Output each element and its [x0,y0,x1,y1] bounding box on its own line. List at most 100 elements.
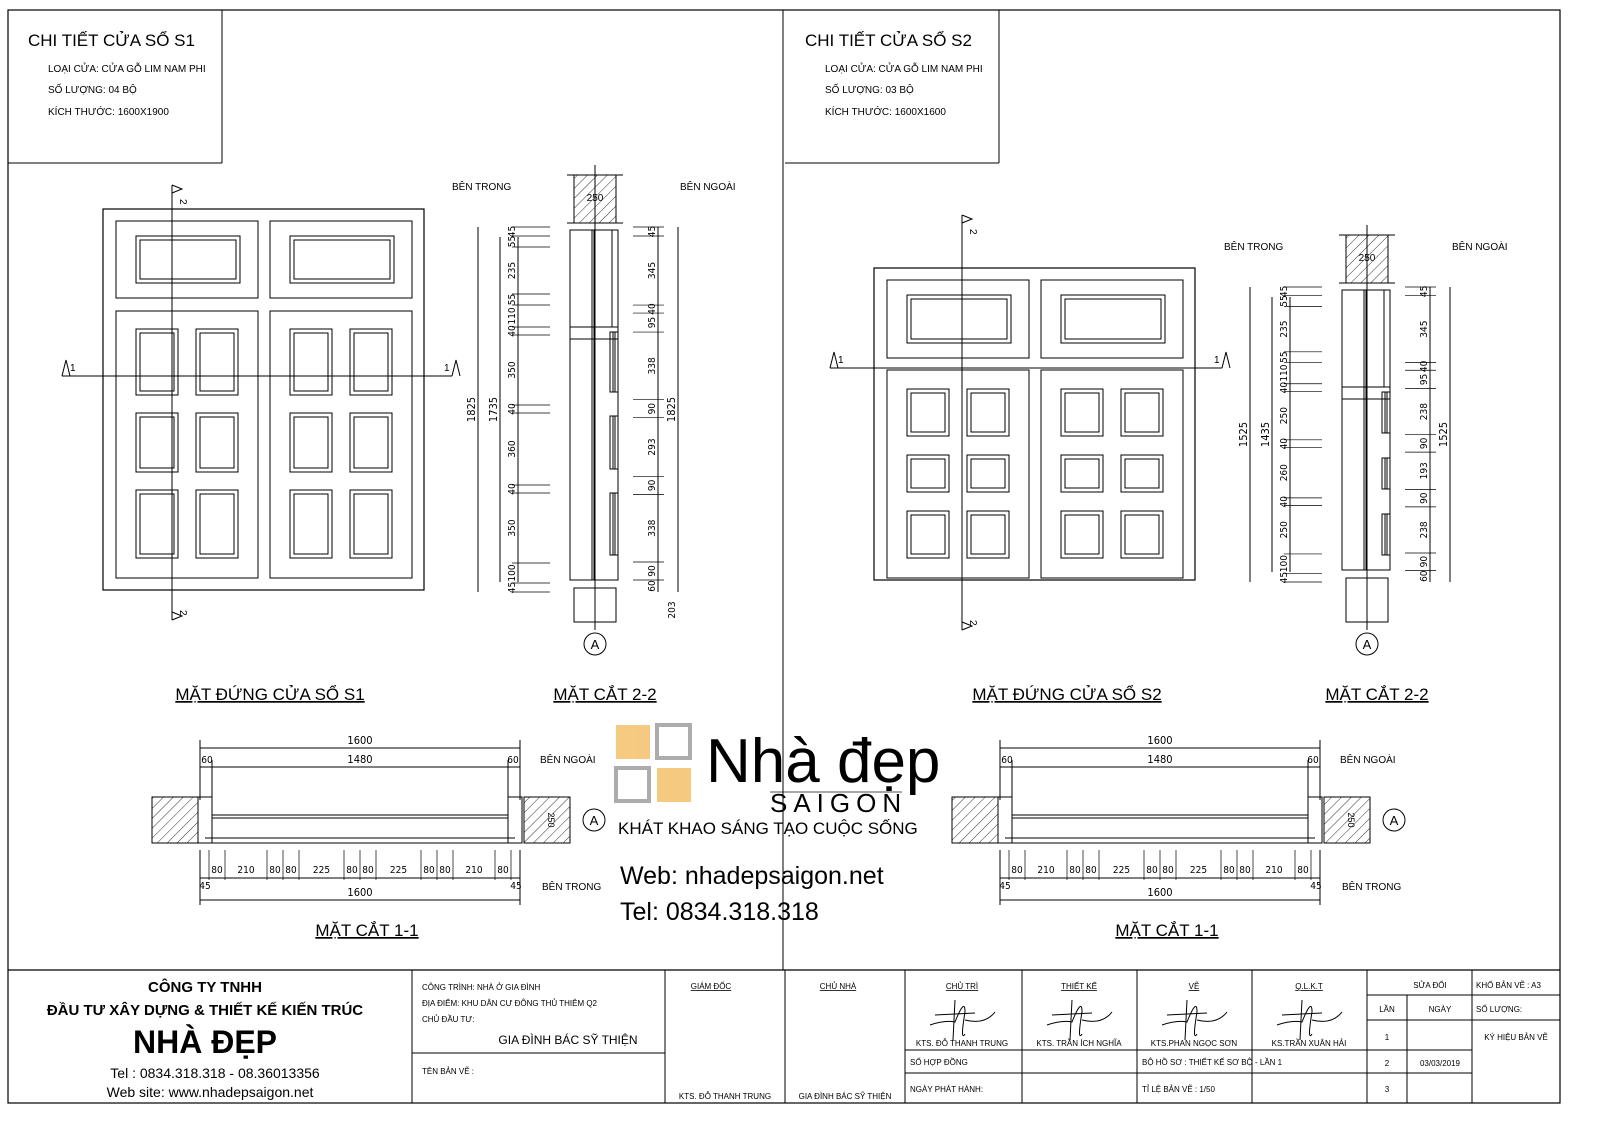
dim-value: 80 [285,865,297,876]
raised-panel-inner [1124,514,1160,555]
dim-value: 338 [647,519,658,536]
cut-arrow-icon [1221,351,1231,369]
raised-panel-inner [1064,392,1100,433]
dim-value: 45 [507,582,518,593]
raised-panel [349,412,393,473]
louver-panel [609,331,619,393]
sash [115,310,259,579]
signature-icon [1276,999,1343,1041]
jamb [507,796,523,844]
raised-panel-inner [910,514,946,555]
company-name: NHÀ ĐẸP [133,1024,277,1060]
section-marker [583,632,607,656]
raised-panel-inner [970,458,1006,489]
raised-panel [906,454,950,493]
dim-value: 193 [1419,462,1430,479]
dim-value: 95 [647,317,658,328]
dim-value: 40 [507,483,518,495]
dim-value: 60 [1419,570,1430,582]
dim-value: 60 [507,755,519,766]
logo-square-icon [616,725,650,759]
director-name: KTS. ĐỖ THANH TRUNG [679,1092,771,1101]
dim-value: 45 [1310,881,1321,892]
dim-value: 225 [1190,865,1207,876]
raised-panel-inner [1064,514,1100,555]
size: KÍCH THƯỚC: 1600X1600 [825,105,946,118]
role-name: KS.TRẦN XUÂN HẢI [1272,1038,1347,1048]
dim-total: 1825 [465,397,478,422]
dim-inner: 1480 [1147,753,1172,766]
cut-arrow-icon [171,611,184,621]
window-frame [102,208,425,591]
cut-label: 1 [70,363,76,374]
jamb [197,796,213,844]
dim-value: 210 [237,865,254,876]
raised-panel-inner [293,332,329,392]
section-marker-label: A [591,637,600,652]
raised-panel [135,489,179,559]
dim-value: 235 [1279,320,1290,337]
raised-panel-inner [199,416,235,469]
dim-value: 80 [1146,865,1158,876]
dim-value: 350 [507,361,518,378]
dim-value: 80 [362,865,374,876]
wall-thickness: 250 [546,812,556,827]
transom-panel [906,294,1012,344]
raised-panel-inner [139,332,175,392]
signature-icon [929,999,996,1041]
raised-panel [966,454,1010,493]
raised-panel-inner [1124,392,1160,433]
raised-panel [289,412,333,473]
raised-panel [1060,454,1104,493]
dim-value: 55 [1279,351,1290,362]
transom-panel-inner [139,239,237,280]
transom-sash [1040,279,1184,359]
raised-panel-inner [139,416,175,469]
dim-value: 350 [507,519,518,536]
raised-panel [195,489,239,559]
cut-arrow-icon [61,359,71,377]
sheet-border [7,9,1561,1104]
dim-value: 45 [1279,286,1290,297]
wall-hatch [151,796,199,844]
dim-inner: 1735 [487,397,500,422]
dim-value: 225 [390,865,407,876]
dim-value: 250 [1279,407,1290,424]
company-web: Web site: www.nhadepsaigon.net [107,1084,314,1100]
role-label: THIẾT KẾ [1061,981,1097,991]
raised-panel [349,328,393,396]
dim-value: 110 [1279,364,1290,381]
detail-title: CHI TIẾT CỬA SỔ S2 [805,31,972,50]
raised-panel-inner [353,493,389,555]
dim-value: 90 [647,479,658,491]
dim-value: 45 [507,226,518,237]
section-marker [1355,632,1379,656]
dim-value: 80 [423,865,435,876]
dim-total: 1600 [1147,886,1172,899]
dim-total: 1600 [1147,734,1172,747]
wall-hatch [523,796,571,844]
investor: GIA ĐÌNH BÁC SỸ THIỆN [498,1032,637,1047]
raised-panel-inner [199,332,235,392]
raised-panel-inner [1124,458,1160,489]
dim-total: 1525 [1437,422,1450,447]
dim-value: 45 [999,881,1010,892]
signature-icon [1161,999,1228,1041]
dim-value: 293 [647,438,658,455]
company-tel: Tel : 0834.318.318 - 08.36013356 [110,1065,320,1081]
raised-panel [906,510,950,559]
inside-label: BÊN TRONG [452,180,511,193]
transom-glass [1383,289,1391,388]
section-marker-label: A [1363,637,1372,652]
role-name: KTS.PHAN NGỌC SƠN [1151,1039,1238,1048]
cut-arrow-icon [171,184,184,194]
wall-hatch [951,796,999,844]
dim-value: 40 [507,325,518,337]
project-location: ĐỊA ĐIỂM: KHU DÂN CƯ ĐÔNG THỦ THIÊM Q2 [422,999,598,1008]
raised-panel [135,328,179,396]
door-type: LOẠI CỬA: CỬA GỖ LIM NAM PHI [825,62,983,75]
dim-value: 45 [199,881,210,892]
revision-date: 03/03/2019 [1420,1059,1461,1068]
investor-label: CHỦ ĐẦU TƯ: [422,1014,474,1024]
